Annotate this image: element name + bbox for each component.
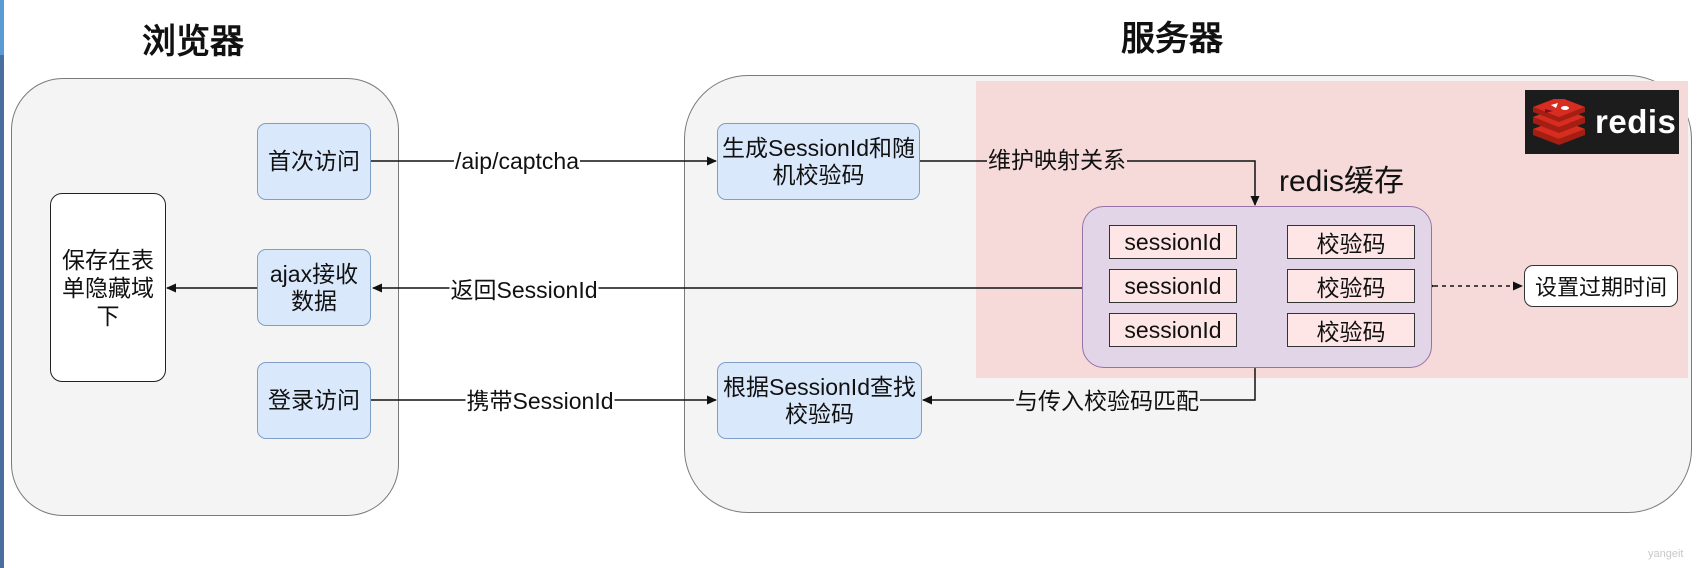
redis-cube-icon <box>1533 99 1585 145</box>
first-visit-box: 首次访问 <box>257 123 371 200</box>
edge-label-carry-session: 携带SessionId <box>465 387 615 415</box>
generate-session-box: 生成SessionId和随机校验码 <box>717 123 920 200</box>
redis-cache-label: redis缓存 <box>1279 165 1405 198</box>
login-visit-box: 登录访问 <box>257 362 371 439</box>
redis-logo: redis <box>1525 90 1679 154</box>
redis-logo-text: redis <box>1595 103 1677 140</box>
save-hidden-field-box: 保存在表单隐藏域下 <box>50 193 166 382</box>
edge-label-return-session: 返回SessionId <box>449 276 599 304</box>
edge-label-maintain-mapping: 维护映射关系 <box>987 146 1127 174</box>
left-edge-strip <box>0 0 4 568</box>
watermark: yangeit <box>1648 548 1684 560</box>
server-title: 服务器 <box>1121 20 1223 58</box>
ajax-receive-box: ajax接收数据 <box>257 249 371 326</box>
cache-entry-key: sessionId <box>1109 269 1237 303</box>
cache-entry-key: sessionId <box>1109 313 1237 347</box>
browser-title: 浏览器 <box>142 23 244 61</box>
edge-label-match-code: 与传入校验码匹配 <box>1014 387 1200 415</box>
set-expire-box: 设置过期时间 <box>1524 265 1678 307</box>
cache-entry-value: 校验码 <box>1287 313 1415 347</box>
edge-label-captcha-path: /aip/captcha <box>453 147 581 175</box>
lookup-code-box: 根据SessionId查找校验码 <box>717 362 922 439</box>
cache-entry-value: 校验码 <box>1287 225 1415 259</box>
cache-entry-value: 校验码 <box>1287 269 1415 303</box>
cache-entry-key: sessionId <box>1109 225 1237 259</box>
